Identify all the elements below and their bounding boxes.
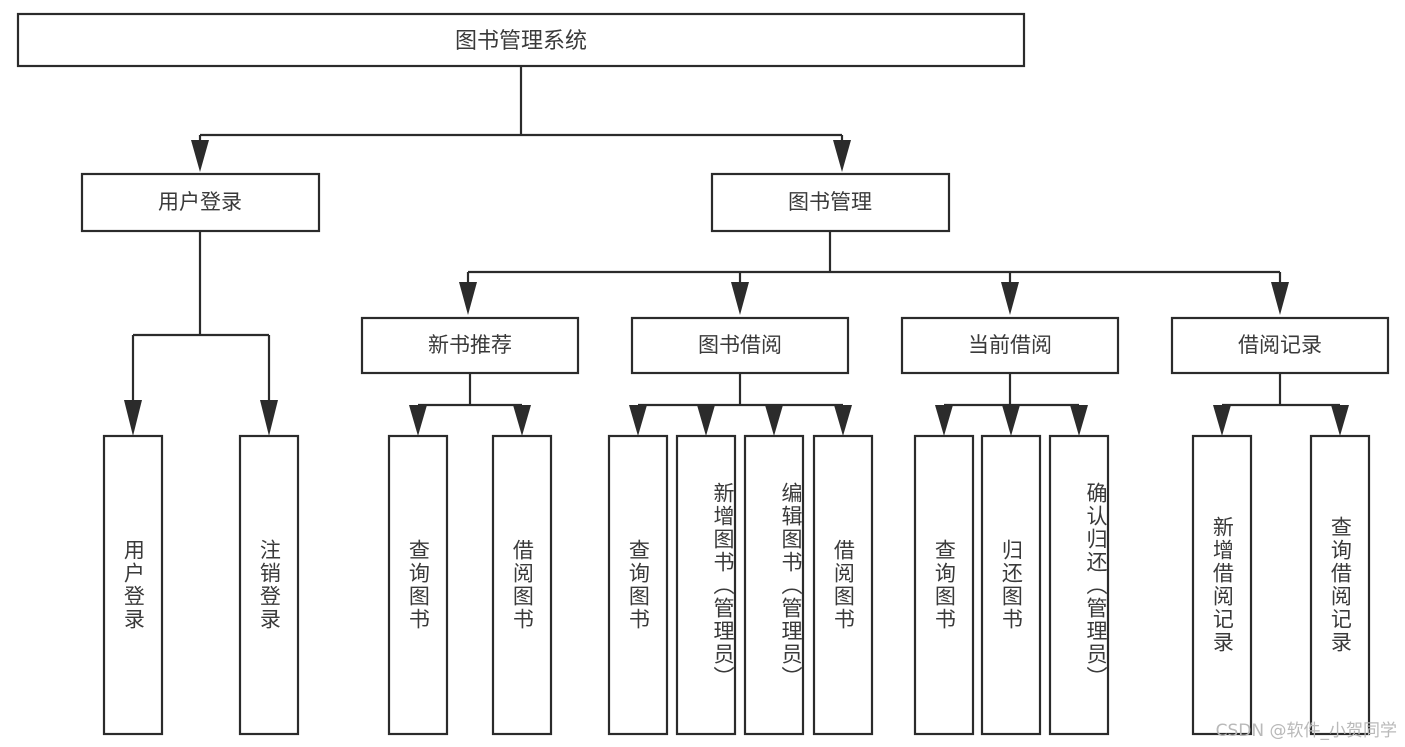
arrow-icon-bookborrow-1: [629, 405, 647, 436]
node-new-book-recommend[interactable]: 新书推荐: [360, 316, 580, 375]
arrow-icon-level3-4: [1271, 282, 1289, 315]
arrow-icon-newbook-1: [409, 405, 427, 436]
arrow-icon-userlogin-1: [124, 400, 142, 436]
leaf-box-edit-book[interactable]: [743, 434, 805, 736]
arrow-icon-newbook-2: [513, 405, 531, 436]
arrow-icon-level3-2: [731, 282, 749, 315]
arrow-icon-level2-left: [191, 140, 209, 172]
arrow-icon-currentborrow-3: [1070, 405, 1088, 436]
book-management-box[interactable]: [710, 172, 951, 233]
leaf-box-query-book-3[interactable]: [913, 434, 975, 736]
book-borrow-label: 图书借阅: [698, 333, 782, 357]
node-current-borrow[interactable]: 当前借阅: [900, 316, 1120, 375]
arrow-icon-currentborrow-1: [935, 405, 953, 436]
arrow-icon-level2-right: [833, 140, 851, 172]
watermark-text: CSDN @软件_小贺同学: [1215, 721, 1397, 741]
arrow-icon-borrowrecord-1: [1213, 405, 1231, 436]
connector-root-to-level2: [191, 66, 851, 172]
connector-currentborrow-to-leaves: [935, 373, 1088, 436]
new-book-recommend-box[interactable]: [360, 316, 580, 375]
arrow-icon-borrowrecord-2: [1331, 405, 1349, 436]
borrow-record-box[interactable]: [1170, 316, 1390, 375]
leaf-box-query-book-2[interactable]: [607, 434, 669, 736]
leaf-box-confirm-return[interactable]: [1048, 434, 1110, 736]
node-user-login[interactable]: 用户登录: [80, 172, 321, 233]
leaf-box-user-login[interactable]: [102, 434, 164, 736]
arrow-icon-currentborrow-2: [1002, 405, 1020, 436]
node-book-management[interactable]: 图书管理: [710, 172, 951, 233]
arrow-icon-bookborrow-4: [834, 405, 852, 436]
node-book-borrow[interactable]: 图书借阅: [630, 316, 850, 375]
root-box[interactable]: [16, 12, 1026, 68]
arrow-icon-bookborrow-3: [765, 405, 783, 436]
node-borrow-record[interactable]: 借阅记录: [1170, 316, 1390, 375]
arrow-icon-userlogin-2: [260, 400, 278, 436]
arrow-icon-level3-3: [1001, 282, 1019, 315]
root-label: 图书管理系统: [455, 29, 587, 54]
book-management-label: 图书管理: [788, 190, 872, 214]
connector-newbook-to-leaves: [409, 373, 531, 436]
book-borrow-box[interactable]: [630, 316, 850, 375]
leaf-box-add-book[interactable]: [675, 434, 737, 736]
arrow-icon-level3-1: [459, 282, 477, 315]
leaf-box-return-book[interactable]: [980, 434, 1042, 736]
user-login-label: 用户登录: [158, 190, 242, 214]
leaf-box-query-book-1[interactable]: [387, 434, 449, 736]
connector-bookborrow-to-leaves: [629, 373, 852, 436]
connector-borrowrecord-to-leaves: [1213, 373, 1349, 436]
leaf-box-borrow-book-2[interactable]: [812, 434, 874, 736]
borrow-record-label: 借阅记录: [1238, 333, 1322, 357]
leaf-box-query-record[interactable]: [1309, 434, 1371, 736]
leaf-box-logout[interactable]: [238, 434, 300, 736]
leaf-box-add-record[interactable]: [1191, 434, 1253, 736]
connector-bookmgmt-to-level3: [459, 231, 1289, 315]
arrow-icon-bookborrow-2: [697, 405, 715, 436]
connector-userlogin-to-leaves: [124, 231, 278, 436]
current-borrow-box[interactable]: [900, 316, 1120, 375]
node-root[interactable]: 图书管理系统: [16, 12, 1026, 68]
new-book-recommend-label: 新书推荐: [428, 333, 512, 357]
current-borrow-label: 当前借阅: [968, 333, 1052, 357]
leaf-box-borrow-book-1[interactable]: [491, 434, 553, 736]
